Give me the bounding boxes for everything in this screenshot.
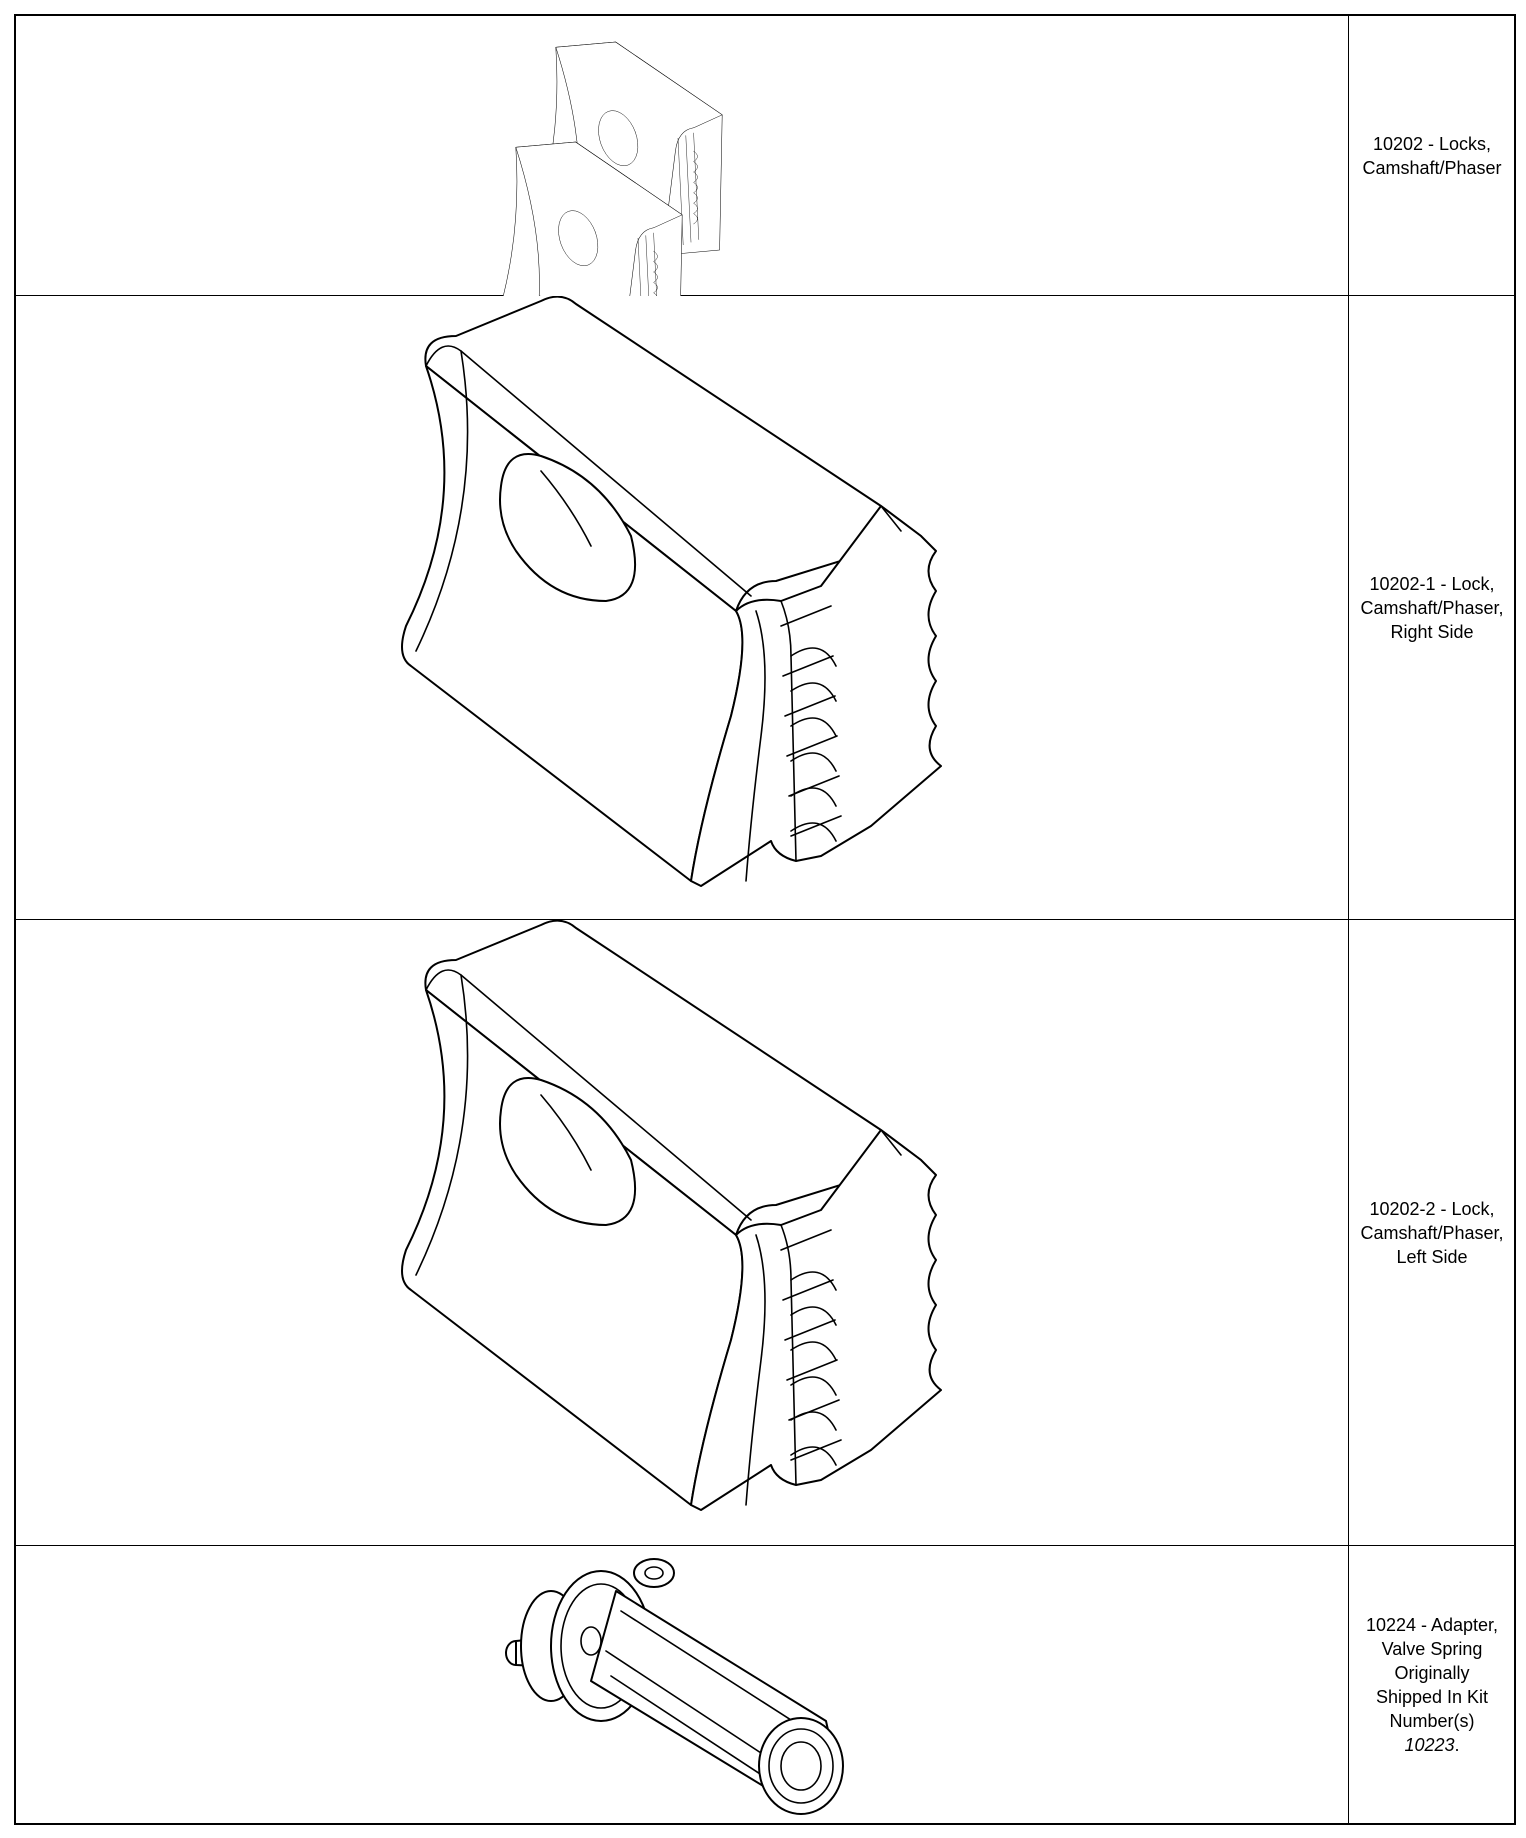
caption-line: 10202 - Locks, xyxy=(1372,133,1492,154)
table-row: 10202-1 - Lock, Camshaft/Phaser, Right S… xyxy=(16,296,1514,920)
caption-line: Shipped In Kit xyxy=(1375,1686,1489,1707)
lock-right-illustration xyxy=(401,296,942,887)
caption-line: Originally xyxy=(1394,1662,1470,1683)
caption-line: Right Side xyxy=(1390,621,1474,642)
kit-number: 10223 xyxy=(1404,1734,1455,1755)
tool-illustration-cell xyxy=(16,16,1349,296)
caption-kit-number: 10223. xyxy=(1366,1733,1498,1757)
caption-line: 10202-2 - Lock, xyxy=(1369,1198,1495,1219)
lock-left-illustration xyxy=(401,920,942,1511)
tool-table: 10202 - Locks, Camshaft/Phaser xyxy=(14,14,1516,1825)
caption-line: 10202-1 - Lock, xyxy=(1369,573,1495,594)
caption-line: Number(s) xyxy=(1389,1710,1475,1731)
tool-caption: 10224 - Adapter, Valve Spring Originally… xyxy=(1350,1546,1514,1823)
table-row: 10202 - Locks, Camshaft/Phaser xyxy=(16,16,1514,296)
caption-line: Camshaft/Phaser, xyxy=(1360,1222,1504,1243)
caption-line: Camshaft/Phaser, xyxy=(1360,597,1504,618)
tool-illustration-cell xyxy=(16,1546,1349,1823)
tool-caption: 10202 - Locks, Camshaft/Phaser xyxy=(1350,16,1514,295)
locks-pair-illustration xyxy=(503,41,723,296)
tool-illustration-cell xyxy=(16,296,1349,919)
caption-line: 10224 - Adapter, xyxy=(1365,1614,1499,1635)
kit-number-period: . xyxy=(1454,1734,1460,1755)
caption-line: Left Side xyxy=(1396,1246,1468,1267)
caption-line: Valve Spring xyxy=(1381,1638,1483,1659)
table-row: 10224 - Adapter, Valve Spring Originally… xyxy=(16,1546,1514,1823)
tool-illustration-cell xyxy=(16,920,1349,1545)
table-row: 10202-2 - Lock, Camshaft/Phaser, Left Si… xyxy=(16,920,1514,1546)
adapter-illustration xyxy=(505,1558,844,1815)
caption-line: Camshaft/Phaser xyxy=(1362,157,1502,178)
tool-caption: 10202-1 - Lock, Camshaft/Phaser, Right S… xyxy=(1350,296,1514,919)
tool-caption: 10202-2 - Lock, Camshaft/Phaser, Left Si… xyxy=(1350,920,1514,1545)
